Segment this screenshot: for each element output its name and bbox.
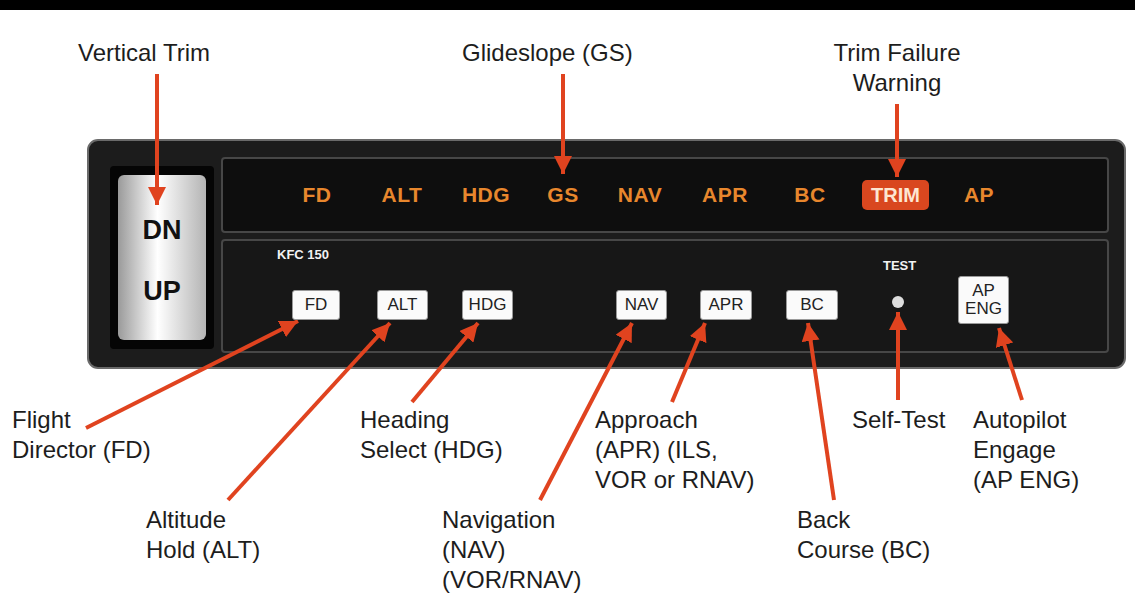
leader-arrow — [808, 323, 834, 500]
callout-label: Vertical Trim — [78, 38, 210, 68]
button-label: AP ENG — [959, 282, 1008, 318]
annunciator-label: NAV — [618, 183, 662, 207]
button-label: ALT — [388, 296, 418, 314]
mode-button: APR — [700, 290, 752, 320]
annunciator-label: GS — [547, 183, 578, 207]
button-label: APR — [709, 296, 744, 314]
trim-wheel: DN UP — [118, 175, 206, 340]
annunciator-label: ALT — [382, 183, 423, 207]
button-label: NAV — [625, 296, 659, 314]
panel-housing — [88, 140, 1125, 368]
wheel-slot — [110, 166, 214, 349]
annunciator-label: FD — [303, 183, 332, 207]
annunciator-label: BC — [794, 183, 825, 207]
button-label: TRIM — [871, 184, 920, 207]
leader-arrow — [155, 74, 159, 205]
callout-label: Navigation (NAV) (VOR/RNAV) — [442, 505, 592, 595]
callout-label: Altitude Hold (ALT) — [146, 505, 272, 565]
test-button — [892, 296, 904, 308]
model-name: KFC 150 — [277, 247, 329, 262]
control-panel: KFC 150FD ALT HDG NAV APR BC AP ENG — [222, 240, 1108, 352]
callout-label: Autopilot Engage (AP ENG) — [973, 405, 1088, 495]
mode-button: ALT — [377, 290, 428, 320]
leader-arrow — [561, 74, 565, 174]
annunciator-strip — [222, 158, 1108, 232]
trim-warning-light: TRIM — [862, 180, 929, 210]
mode-button: BC — [786, 290, 838, 320]
leader-arrow — [86, 321, 298, 428]
callout-label: Glideslope (GS) — [462, 38, 633, 68]
annunciator-label: AP — [964, 183, 994, 207]
leader-arrow — [412, 323, 478, 402]
callout-label: Heading Select (HDG) — [360, 405, 513, 465]
callout-label: Approach (APR) (ILS, VOR or RNAV) — [595, 405, 763, 495]
button-label: FD — [305, 296, 328, 314]
leader-arrow — [896, 312, 900, 400]
top-rule — [0, 0, 1135, 10]
leader-arrow — [672, 323, 705, 402]
callout-label: Flight Director (FD) — [12, 405, 157, 465]
leader-arrow — [895, 104, 899, 177]
callout-label: Trim Failure Warning — [822, 38, 972, 98]
mode-button: HDG — [462, 290, 513, 320]
trim-wheel — [118, 175, 206, 340]
annunciator-label: APR — [702, 183, 748, 207]
annunciator-label: HDG — [462, 183, 510, 207]
control-face — [222, 240, 1108, 352]
test-label: TEST — [883, 258, 916, 273]
button-label: BC — [800, 296, 824, 314]
mode-button: NAV — [616, 290, 667, 320]
callout-label: Back Course (BC) — [797, 505, 932, 565]
engage-button: AP ENG — [958, 276, 1009, 324]
button-label: HDG — [469, 296, 507, 314]
mode-button: FD — [292, 290, 340, 320]
leader-arrow — [999, 328, 1022, 400]
wheel-marking: UP — [118, 276, 206, 307]
callout-label: Self-Test — [852, 405, 945, 435]
wheel-marking: DN — [118, 215, 206, 246]
